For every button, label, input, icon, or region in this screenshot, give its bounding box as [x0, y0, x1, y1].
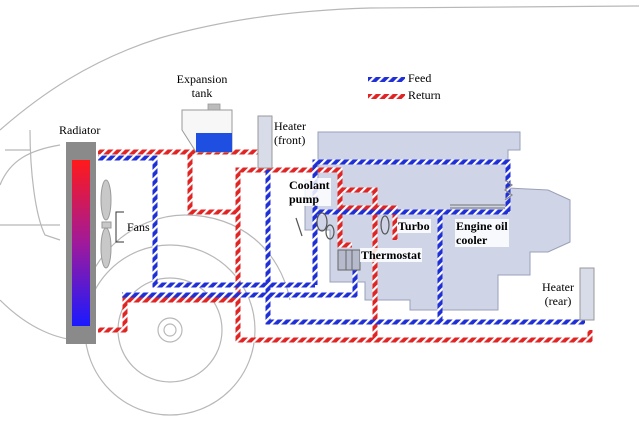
fans-bracket: [115, 211, 124, 243]
legend: [368, 77, 405, 99]
coolant-pump-label-line2: pump: [289, 192, 320, 206]
heater-front: [257, 115, 273, 169]
expansion-tank-label-line1: Expansion: [176, 72, 228, 86]
thermostat: [337, 249, 361, 271]
legend-feed-label: Feed: [408, 71, 432, 85]
coolant-pump-label: Coolant pump: [288, 178, 331, 206]
car-body-outline: [0, 5, 639, 341]
fans-label: Fans: [127, 220, 150, 234]
radiator-label: Radiator: [59, 123, 101, 137]
coolant-pump: [295, 212, 335, 240]
radiator: [66, 142, 96, 344]
legend-return-swatch: [368, 94, 405, 99]
engine-oil-cooler-label: Engine oil cooler: [455, 219, 509, 247]
heater-rear-label-line1: Heater: [542, 280, 574, 294]
heater-front-label: Heater (front): [274, 119, 306, 147]
heater-front-label-line1: Heater: [274, 119, 306, 133]
engine-oil-cooler-label-line1: Engine oil: [456, 219, 508, 233]
engine-oil-cooler-label-line2: cooler: [456, 233, 488, 247]
expansion-tank-label-line2: tank: [191, 86, 213, 100]
expansion-tank: [181, 103, 233, 153]
coolant-pump-label-line1: Coolant: [289, 178, 330, 192]
heater-front-label-line2: (front): [274, 133, 306, 147]
engine-oil-cooler: [450, 179, 514, 209]
expansion-tank-label: Expansion tank: [170, 72, 234, 100]
turbo-label: Turbo: [397, 219, 431, 233]
thermostat-label: Thermostat: [360, 248, 422, 262]
heater-rear-label: Heater (rear): [528, 280, 588, 308]
legend-feed-swatch: [368, 77, 405, 82]
feed-pipes: [98, 155, 585, 325]
turbo: [380, 215, 390, 235]
heater-rear: [579, 267, 595, 321]
fans: [100, 179, 112, 269]
heater-rear-label-line2: (rear): [544, 294, 572, 308]
legend-return-label: Return: [408, 88, 441, 102]
